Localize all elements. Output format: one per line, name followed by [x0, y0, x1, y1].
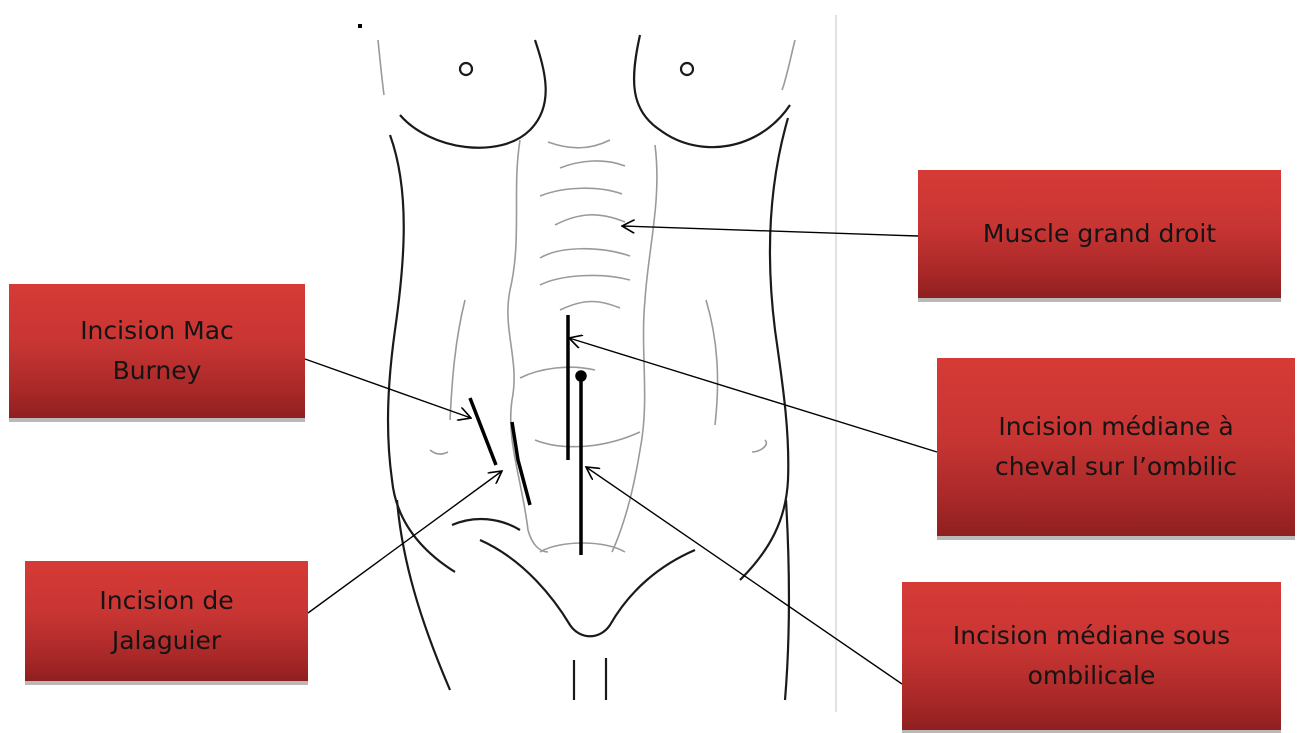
arrow-jalaguier [308, 471, 502, 613]
torso-outline [388, 35, 790, 700]
label-mediane-cheval-text: Incision médiane à cheval sur l’ombilic [957, 407, 1275, 487]
umbilicus [577, 372, 585, 380]
label-muscle-grand-droit-text: Muscle grand droit [983, 214, 1216, 254]
label-jalaguier: Incision de Jalaguier [25, 561, 308, 681]
arrow-mediane-sous [586, 467, 902, 684]
rectus-muscle-outline [378, 40, 795, 552]
label-jalaguier-text: Incision de Jalaguier [95, 581, 238, 661]
label-mac-burney: Incision Mac Burney [9, 284, 305, 418]
label-mac-burney-text: Incision Mac Burney [69, 311, 245, 391]
mac-burney-incision [470, 398, 496, 465]
label-muscle-grand-droit: Muscle grand droit [918, 170, 1281, 298]
label-mediane-sous: Incision médiane sous ombilicale [902, 582, 1281, 730]
stray-dot [358, 24, 362, 28]
arrow-mediane-cheval [569, 338, 937, 452]
label-mediane-cheval: Incision médiane à cheval sur l’ombilic [937, 358, 1295, 536]
label-mediane-sous-text: Incision médiane sous ombilicale [916, 616, 1267, 696]
